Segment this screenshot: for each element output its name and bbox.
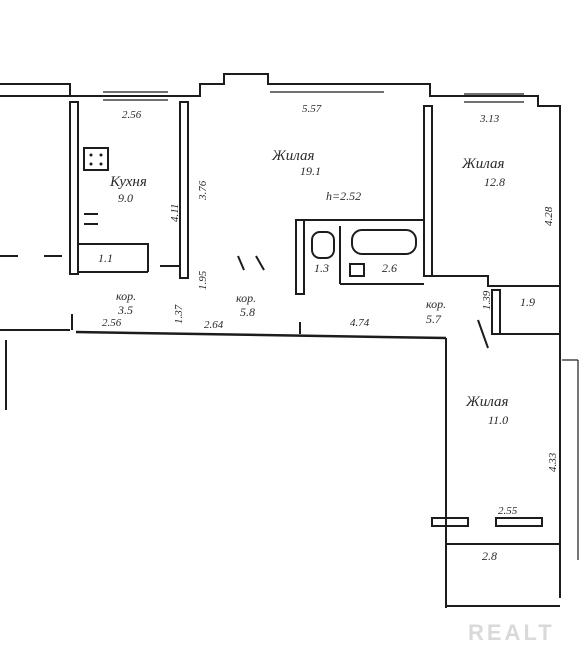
dim-living-width: 5.57 (302, 103, 322, 115)
windows (103, 83, 579, 560)
dim-corridor-w2: 1.95 (197, 270, 209, 290)
burner-icon (99, 153, 103, 157)
wc-wall (78, 243, 149, 272)
living-large-area: 19.1 (300, 164, 321, 178)
kitchen-wall-left (69, 101, 79, 275)
corridor-right-area: 5.7 (426, 312, 442, 326)
stove-burners (89, 153, 103, 166)
dim-storage-depth: 1.39 (481, 290, 493, 310)
dim-living-depth: 3.76 (197, 180, 209, 201)
bathtub (351, 229, 417, 255)
dim-kitchen-depth: 4.11 (169, 204, 181, 222)
dim-corridor-right: 4.74 (350, 317, 370, 329)
door-swing-1 (237, 255, 245, 271)
kitchen-name: Кухня (109, 174, 147, 190)
dim-lower-depth: 4.33 (547, 452, 559, 472)
walls (0, 73, 579, 608)
living-right-name: Жилая (461, 156, 504, 172)
wc-area: 1.1 (98, 251, 113, 265)
dim-right-width: 3.13 (479, 113, 500, 125)
living-wall-right (423, 105, 433, 277)
kitchen-area: 9.0 (118, 191, 133, 205)
corridor-wall (75, 330, 447, 340)
ceiling-height: h=2.52 (326, 189, 361, 203)
burner-icon (89, 162, 93, 166)
corridor-mid-area: 5.8 (240, 305, 255, 319)
living-right-area: 12.8 (484, 175, 505, 189)
dim-kitchen-width: 2.56 (122, 109, 142, 121)
bath-wall-left (295, 219, 305, 295)
balcony-wall (431, 517, 469, 527)
burner-icon (89, 153, 93, 157)
storage-wall-left (491, 289, 501, 335)
living-lower-area: 11.0 (488, 413, 508, 427)
toilet (311, 231, 335, 259)
outer-wall-top (0, 73, 561, 598)
balcony-area: 2.8 (482, 549, 497, 563)
dim-corridor-w1: 1.37 (173, 304, 185, 324)
kitchen-wall-right (179, 101, 189, 279)
corridor-left-name: кор. (116, 289, 136, 303)
storage-wall-top (432, 275, 560, 287)
watermark-logo: REALT (468, 620, 555, 645)
dim-right-depth: 4.28 (543, 206, 555, 226)
dim-corridor-left: 2.56 (102, 317, 122, 329)
storage-area: 1.9 (520, 295, 535, 309)
corridor-left-area: 3.5 (117, 303, 133, 317)
burner-icon (99, 162, 103, 166)
bath2-area: 2.6 (382, 261, 397, 275)
living-lower-name: Жилая (465, 394, 508, 410)
corridor-mid-name: кор. (236, 291, 256, 305)
door-swing-3 (477, 319, 489, 349)
balcony-wall-right (495, 517, 543, 527)
door-swing-2 (255, 255, 265, 271)
sink (349, 263, 365, 277)
dim-balcony-width: 2.55 (498, 505, 518, 517)
dim-corridor-mid: 2.64 (204, 319, 224, 331)
corridor-right-name: кор. (426, 297, 446, 311)
stove-icon (83, 147, 109, 171)
living-large-name: Жилая (271, 148, 314, 164)
bath-area: 1.3 (314, 261, 329, 275)
